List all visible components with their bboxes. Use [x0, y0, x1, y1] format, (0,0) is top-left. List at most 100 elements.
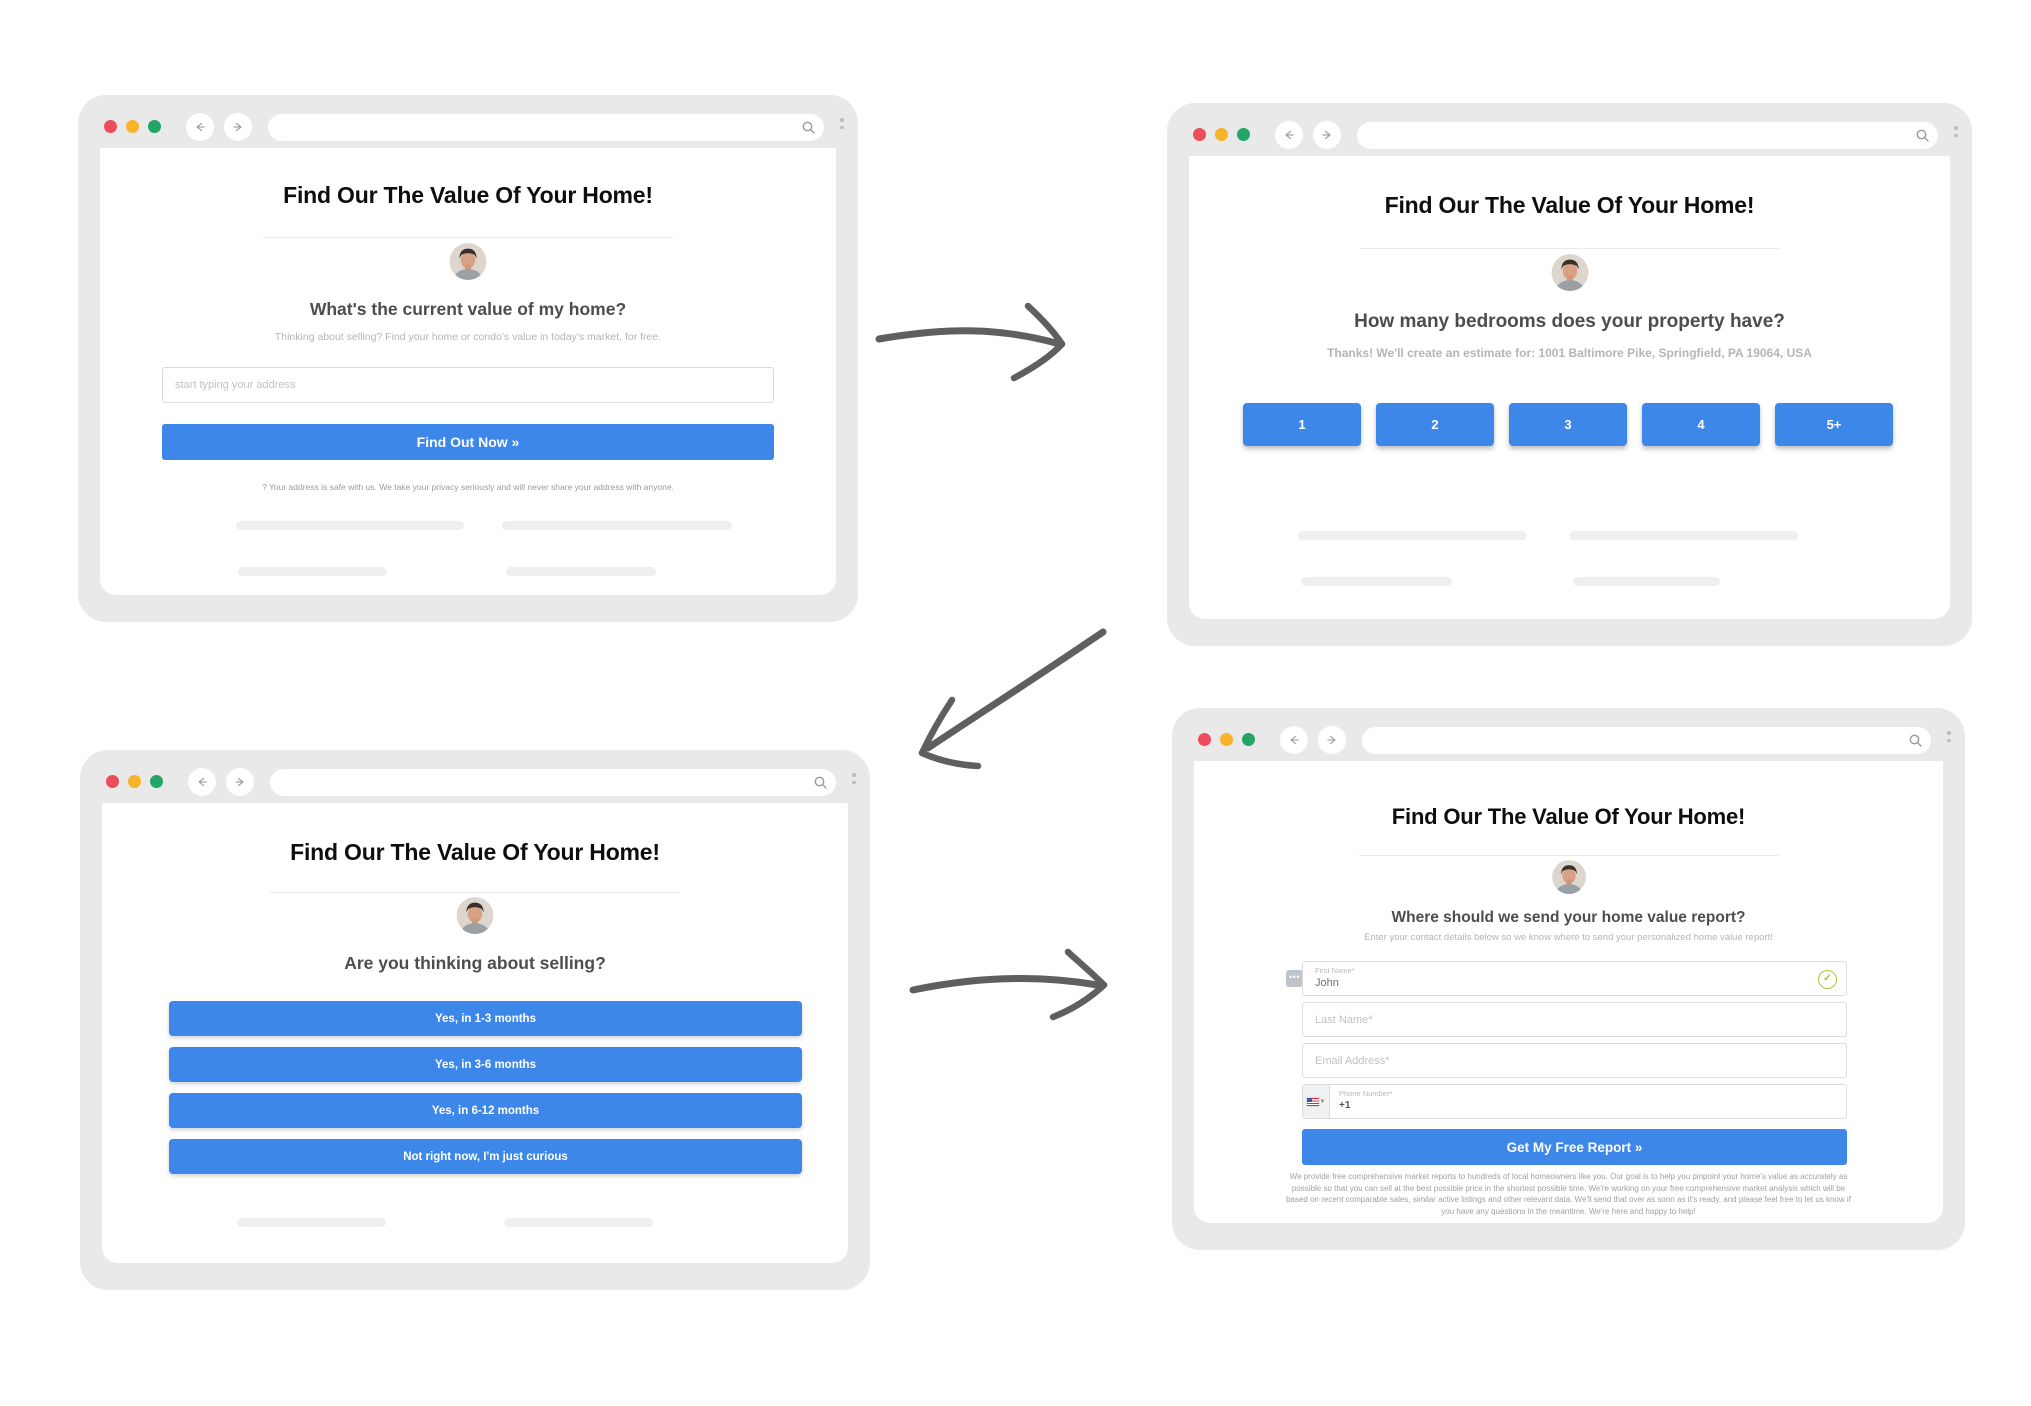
- forward-arrow-icon: [233, 122, 242, 132]
- back-arrow-icon: [1290, 735, 1299, 745]
- bedrooms-1-button[interactable]: 1: [1243, 403, 1361, 446]
- placeholder-bar: [237, 1218, 386, 1227]
- browser-menu-icon[interactable]: [1954, 126, 1958, 141]
- address-bar[interactable]: [1357, 122, 1938, 149]
- search-icon: [1909, 734, 1922, 747]
- address-input[interactable]: [162, 367, 774, 403]
- bedrooms-4-button[interactable]: 4: [1642, 403, 1760, 446]
- email-field[interactable]: [1302, 1043, 1847, 1078]
- phone-value: +1: [1339, 1100, 1351, 1111]
- browser-menu-icon[interactable]: [852, 773, 856, 788]
- placeholder-bar: [1298, 531, 1527, 540]
- browser-menu-icon[interactable]: [1947, 731, 1951, 746]
- browser-window-step1: Find Our The Value Of Your Home! What's …: [78, 95, 858, 622]
- page-content: Find Our The Value Of Your Home! How man…: [1189, 156, 1950, 619]
- bedrooms-2-button[interactable]: 2: [1376, 403, 1494, 446]
- last-name-field[interactable]: [1302, 1002, 1847, 1037]
- bedroom-options: 1 2 3 4 5+: [1243, 403, 1893, 446]
- bedrooms-3-button[interactable]: 3: [1509, 403, 1627, 446]
- placeholder-bar: [1301, 577, 1452, 586]
- placeholder-bar: [1573, 577, 1720, 586]
- first-name-value: John: [1315, 977, 1339, 989]
- page-title: Find Our The Value Of Your Home!: [290, 839, 660, 865]
- search-icon: [814, 776, 827, 789]
- browser-chrome: [80, 750, 870, 803]
- get-free-report-button[interactable]: Get My Free Report »: [1302, 1129, 1847, 1165]
- selling-6-12-months-button[interactable]: Yes, in 6-12 months: [169, 1093, 802, 1128]
- us-flag-icon: [1306, 1097, 1319, 1106]
- placeholder-bar: [506, 567, 656, 576]
- forward-button[interactable]: [224, 113, 252, 141]
- close-window-icon[interactable]: [1193, 128, 1206, 141]
- first-name-field[interactable]: First Name* John ✓: [1302, 961, 1847, 996]
- address-bar[interactable]: [1362, 727, 1931, 754]
- fullscreen-window-icon[interactable]: [1242, 733, 1255, 746]
- country-select[interactable]: ▼: [1303, 1085, 1330, 1118]
- search-icon: [802, 121, 815, 134]
- flow-arrow-step1-to-step2: [875, 302, 1066, 382]
- browser-window-step3: Find Our The Value Of Your Home! Are you…: [80, 750, 870, 1290]
- close-window-icon[interactable]: [104, 120, 117, 133]
- placeholder-bar: [238, 567, 387, 576]
- forward-arrow-icon: [1327, 735, 1336, 745]
- selling-1-3-months-button[interactable]: Yes, in 1-3 months: [169, 1001, 802, 1036]
- placeholder-bar: [504, 1218, 653, 1227]
- search-icon: [1916, 129, 1929, 142]
- close-window-icon[interactable]: [106, 775, 119, 788]
- question-heading: What's the current value of my home?: [309, 299, 627, 319]
- placeholder-bar: [236, 521, 464, 530]
- fullscreen-window-icon[interactable]: [148, 120, 161, 133]
- browser-window-step2: Find Our The Value Of Your Home! How man…: [1167, 103, 1972, 646]
- first-name-label: First Name*: [1315, 966, 1355, 975]
- agent-avatar: [456, 897, 494, 934]
- page-title: Find Our The Value Of Your Home!: [1384, 192, 1755, 218]
- selling-just-curious-button[interactable]: Not right now, I'm just curious: [169, 1139, 802, 1174]
- minimize-window-icon[interactable]: [1215, 128, 1228, 141]
- title-divider: [1358, 855, 1779, 856]
- back-button[interactable]: [188, 768, 216, 796]
- phone-field[interactable]: ▼ Phone Number* +1: [1302, 1084, 1847, 1119]
- question-heading: Are you thinking about selling?: [344, 953, 606, 973]
- placeholder-bar: [502, 521, 732, 530]
- agent-avatar: [1551, 254, 1588, 291]
- back-button[interactable]: [1275, 121, 1303, 149]
- question-heading: How many bedrooms does your property hav…: [1354, 311, 1785, 332]
- browser-menu-icon[interactable]: [840, 118, 844, 133]
- valid-check-icon: ✓: [1818, 970, 1837, 989]
- question-heading: Where should we send your home value rep…: [1391, 909, 1746, 926]
- address-bar[interactable]: [268, 114, 824, 141]
- selling-3-6-months-button[interactable]: Yes, in 3-6 months: [169, 1047, 802, 1082]
- back-button[interactable]: [186, 113, 214, 141]
- page-content: Find Our The Value Of Your Home! Are you…: [102, 803, 848, 1263]
- minimize-window-icon[interactable]: [1220, 733, 1233, 746]
- bedrooms-5plus-button[interactable]: 5+: [1775, 403, 1893, 446]
- back-button[interactable]: [1280, 726, 1308, 754]
- title-divider: [1359, 248, 1780, 249]
- forward-button[interactable]: [226, 768, 254, 796]
- minimize-window-icon[interactable]: [126, 120, 139, 133]
- page-content: Find Our The Value Of Your Home! Where s…: [1194, 761, 1943, 1223]
- forward-arrow-icon: [235, 777, 244, 787]
- agent-avatar: [1551, 860, 1586, 894]
- minimize-window-icon[interactable]: [128, 775, 141, 788]
- forward-button[interactable]: [1313, 121, 1341, 149]
- chevron-down-icon: ▼: [1319, 1098, 1326, 1105]
- forward-button[interactable]: [1318, 726, 1346, 754]
- back-arrow-icon: [1285, 130, 1294, 140]
- question-subtitle: Thanks! We'll create an estimate for: 10…: [1327, 346, 1812, 360]
- find-out-now-button[interactable]: Find Out Now »: [162, 424, 774, 460]
- back-arrow-icon: [196, 122, 205, 132]
- page-content: Find Our The Value Of Your Home! What's …: [100, 148, 836, 595]
- report-disclaimer: We provide free comprehensive market rep…: [1286, 1172, 1851, 1216]
- placeholder-bar: [1569, 531, 1798, 540]
- question-subtitle: Enter your contact details below so we k…: [1364, 932, 1773, 943]
- back-arrow-icon: [198, 777, 207, 787]
- phone-label: Phone Number*: [1339, 1089, 1393, 1098]
- privacy-note: ? Your address is safe with us. We take …: [262, 482, 674, 492]
- address-bar[interactable]: [270, 769, 836, 796]
- close-window-icon[interactable]: [1198, 733, 1211, 746]
- fullscreen-window-icon[interactable]: [150, 775, 163, 788]
- fullscreen-window-icon[interactable]: [1237, 128, 1250, 141]
- browser-chrome: [1172, 708, 1965, 761]
- browser-chrome: [1167, 103, 1972, 156]
